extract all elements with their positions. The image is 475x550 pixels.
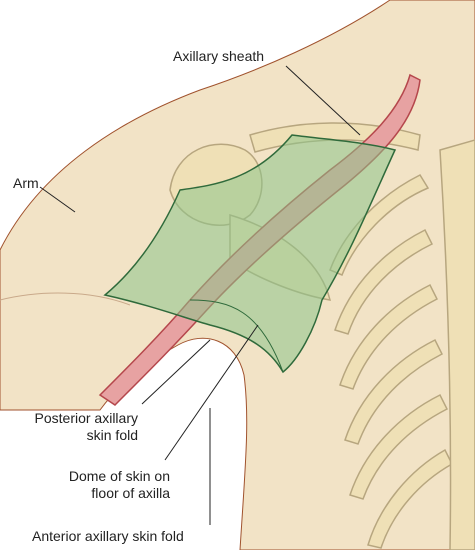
label-posterior-line2: skin fold [86,427,138,443]
rib [329,174,430,276]
rib [349,393,449,500]
arm-outline [0,292,131,306]
label-dome-of-skin: Dome of skin on floor of axilla [10,468,170,502]
label-posterior-line1: Posterior axillary [34,410,138,426]
label-posterior-axillary-skin-fold: Posterior axillary skin fold [10,410,138,444]
rib [334,228,434,335]
label-anterior-axillary-skin-fold: Anterior axillary skin fold [32,528,184,544]
sheath-membrane [103,134,397,374]
sternum [439,139,475,550]
rib [344,338,444,445]
rib [339,283,439,390]
leader-lines [39,65,361,525]
label-axillary-sheath: Axillary sheath [173,48,265,64]
rib [367,448,453,549]
axillary-sheath-shape [103,134,397,374]
leader-posterior-fold [141,339,211,405]
leader-dome [164,324,259,461]
label-arm: Arm [13,175,39,191]
sheath-fold [189,299,284,373]
rib-cage [329,139,475,550]
label-dome-line1: Dome of skin on [68,468,170,484]
leader-arm [39,186,76,213]
leader-axillary-sheath [285,65,361,136]
label-dome-line2: floor of axilla [91,485,170,501]
